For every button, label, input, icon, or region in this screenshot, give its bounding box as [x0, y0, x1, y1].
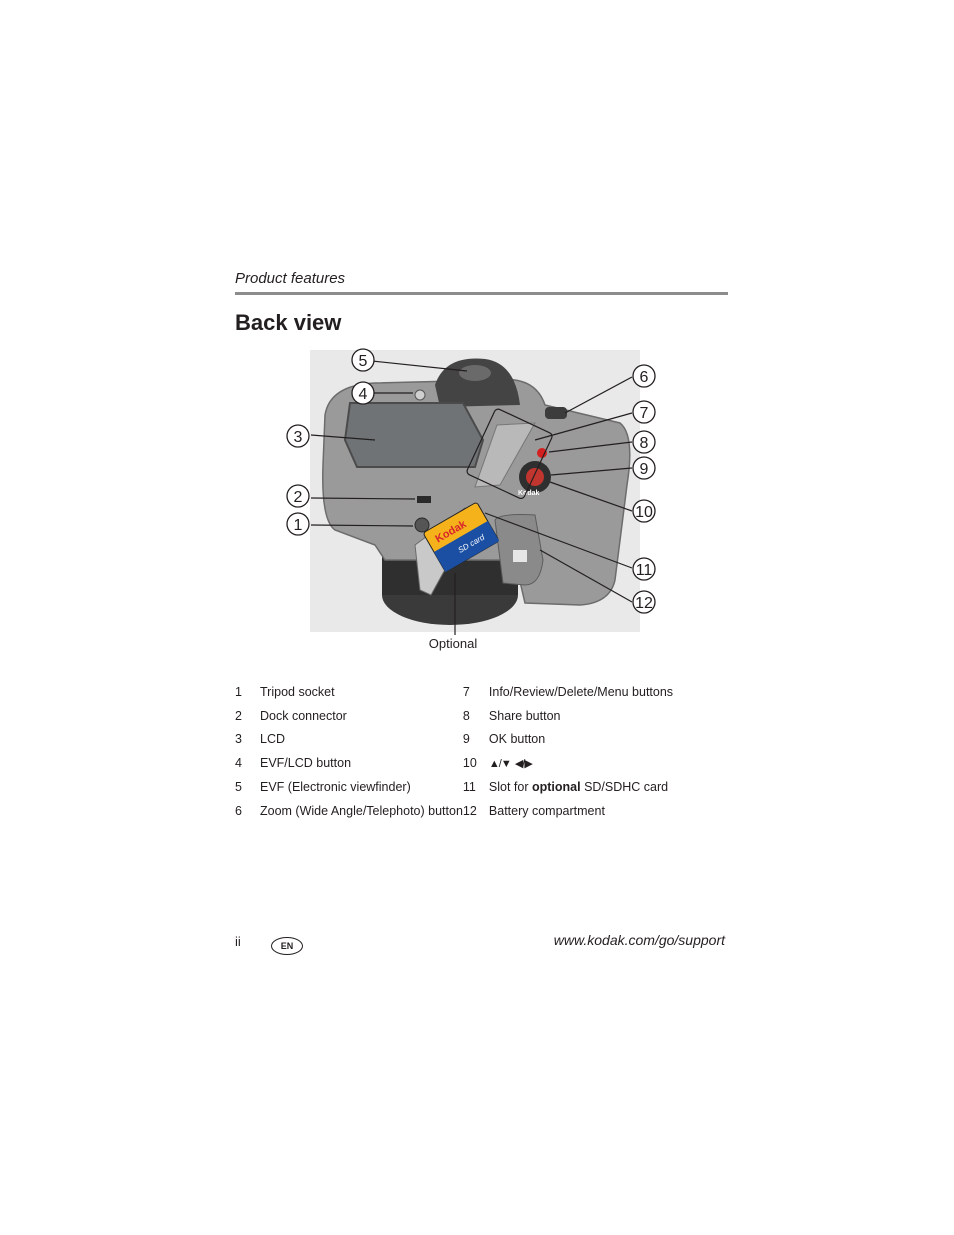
- up-down-left-right-arrows-icon: ▲/▼ ◀/▶: [488, 758, 533, 771]
- callout-1: 1: [294, 517, 303, 534]
- legend-text-before: Slot for: [488, 780, 532, 795]
- evf-lcd-button: [414, 389, 426, 401]
- legend-text: Zoom (Wide Angle/Telephoto) button: [260, 803, 463, 818]
- ok-button: [526, 468, 544, 486]
- lcd-screen: [343, 402, 485, 468]
- table-row: 1 Tripod socket 7 Info/Review/Delete/Men…: [235, 680, 728, 704]
- legend-text: Share button: [488, 708, 561, 723]
- language-badge: EN: [271, 937, 303, 955]
- callout-3-circle: [286, 424, 310, 448]
- legend-number: 2: [235, 708, 242, 723]
- evf-housing: [435, 358, 520, 407]
- legend-number: 12: [462, 803, 477, 818]
- zoom-lever: [545, 407, 567, 419]
- page-title: Back view: [235, 310, 342, 335]
- sd-card: Kodak SD card: [423, 502, 500, 572]
- callout-2: 2: [294, 489, 303, 506]
- callout-12-circle: [632, 590, 656, 614]
- legend-text: EVF/LCD button: [260, 756, 352, 771]
- tripod-socket: [414, 517, 430, 533]
- callout-5-circle: [351, 348, 375, 372]
- callout-4-circle: [351, 381, 375, 405]
- support-url-link[interactable]: www.kodak.com/go/support: [553, 932, 725, 948]
- callout-9-circle: [632, 456, 656, 480]
- legend-text: ▲/▼ ◀/▶: [489, 751, 728, 775]
- callout-7: 7: [640, 405, 649, 422]
- table-row: 5 EVF (Electronic viewfinder) 11 Slot fo…: [235, 775, 728, 799]
- callout-10: 10: [635, 504, 653, 521]
- optional-label: Optional: [429, 636, 478, 651]
- legend-number: 4: [235, 756, 242, 771]
- legend-number: 9: [462, 732, 470, 747]
- battery-compartment: [494, 514, 544, 586]
- callout-3: 3: [294, 429, 303, 446]
- callout-11: 11: [636, 562, 653, 579]
- page-number: ii: [235, 934, 241, 949]
- legend-text-after: SD/SDHC card: [580, 780, 669, 795]
- callout-5: 5: [359, 353, 368, 370]
- callout-6-circle: [632, 364, 656, 388]
- evf-eyepiece: [459, 365, 491, 381]
- camera-brand-text: Kodak: [518, 490, 540, 497]
- legend-text: Info/Review/Delete/Menu buttons: [488, 684, 674, 699]
- section-label: Product features: [235, 270, 346, 287]
- legend-text: Dock connector: [260, 708, 347, 723]
- legend-text: Battery compartment: [488, 803, 605, 818]
- callout-12: 12: [635, 595, 653, 612]
- legend-number: 7: [462, 684, 470, 699]
- callout-9: 9: [640, 461, 649, 478]
- callout-8-circle: [632, 430, 656, 454]
- legend-text: Slot for optional SD/SDHC card: [489, 775, 728, 799]
- legend-text: Tripod socket: [260, 684, 335, 699]
- callout-6: 6: [640, 369, 649, 386]
- legend-text: LCD: [260, 732, 286, 747]
- legend-number: 10: [462, 756, 477, 771]
- battery-latch: [513, 550, 527, 562]
- callout-10-circle: [632, 499, 656, 523]
- table-row: 4 EVF/LCD button 10 ▲/▼ ◀/▶: [235, 751, 728, 775]
- callout-7-circle: [632, 400, 656, 424]
- callout-4: 4: [359, 386, 368, 403]
- callouts: 5 4 3 2 1 6 7 8 9 10 11 12: [286, 348, 656, 614]
- legend-text: EVF (Electronic viewfinder): [260, 780, 411, 795]
- parts-legend-table: 1 Tripod socket 7 Info/Review/Delete/Men…: [235, 680, 728, 823]
- legend-number: 1: [235, 684, 242, 699]
- legend-number: 6: [235, 803, 242, 818]
- legend-number: 5: [235, 780, 242, 795]
- callout-11-circle: [632, 557, 656, 581]
- camera-back-view-figure: Kodak Kodak SD card 5 4 3: [286, 348, 656, 651]
- legend-number: 11: [462, 780, 476, 795]
- callout-1-circle: [286, 512, 310, 536]
- leader-lines: [310, 360, 633, 635]
- share-button: [537, 448, 547, 458]
- legend-text: OK button: [488, 732, 546, 747]
- legend-number: 3: [235, 732, 242, 747]
- callout-8: 8: [640, 435, 649, 452]
- table-row: 6 Zoom (Wide Angle/Telephoto) button 12 …: [235, 799, 728, 823]
- legend-number: 8: [462, 708, 470, 723]
- table-row: 2 Dock connector 8 Share button: [235, 704, 728, 728]
- info-review-delete-menu-buttons: [474, 422, 536, 488]
- table-row: 3 LCD 9 OK button: [235, 728, 728, 752]
- legend-text-bold: optional: [531, 780, 581, 795]
- callout-2-circle: [286, 484, 310, 508]
- header-rule: [235, 292, 728, 295]
- dock-connector: [417, 496, 431, 503]
